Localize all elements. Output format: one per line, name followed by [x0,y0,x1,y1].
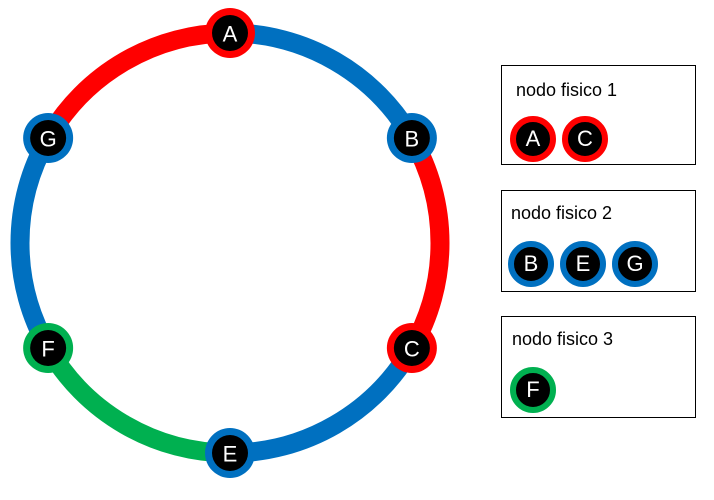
physical-node-1-box: nodo fisico 1 A C [501,65,696,165]
physical-node-2-vnodes: B E G [508,241,658,287]
vnode-e-badge: E [560,241,606,287]
vnode-f-badge: F [510,367,556,413]
ring-node-e-label: E [223,442,238,467]
ring-node-e-core [212,435,248,471]
ring-node-g-core [30,120,67,156]
ring-node-c-core [393,330,430,366]
ring-node-b-core [393,120,430,156]
physical-node-1-vnodes: A C [510,116,608,162]
ring-node-b: B [386,113,437,163]
ring-node-g: G [23,113,74,163]
ring-node-c-label: C [404,337,420,362]
ring-node-c: C [386,323,437,373]
physical-node-3-vnodes: F [510,367,556,413]
ring-node-e: E [205,428,255,478]
physical-node-2-box: nodo fisico 2 B E G [501,190,696,292]
ring-node-f: F [23,323,74,373]
ring-arc-b-c [403,133,450,353]
physical-node-3-title: nodo fisico 3 [512,329,614,349]
vnode-c-badge: C [562,116,608,162]
ring-node-g-label: G [40,127,57,152]
ring-arcs [10,23,450,463]
physical-node-1-title: nodo fisico 1 [516,80,618,100]
ring-arc-a-b [229,23,421,143]
vnode-a-badge: A [510,116,556,162]
ring-nodes: A B C E F G [23,8,437,478]
ring-arc-e-f [39,343,231,463]
ring-arc-f-g [10,133,57,353]
ring-node-a-label: A [223,22,238,47]
ring-node-f-core [30,330,67,366]
ring-node-f-label: F [41,337,54,362]
physical-node-3-box: nodo fisico 3 F [501,316,696,418]
physical-node-2-title: nodo fisico 2 [511,203,613,223]
ring-node-a-core [212,15,248,51]
vnode-b-badge: B [508,241,554,287]
ring-arc-c-e [229,343,421,463]
vnode-g-badge: G [612,241,658,287]
ring-node-a: A [205,8,255,58]
ring-node-b-label: B [405,127,420,152]
ring-arc-g-a [39,23,231,143]
